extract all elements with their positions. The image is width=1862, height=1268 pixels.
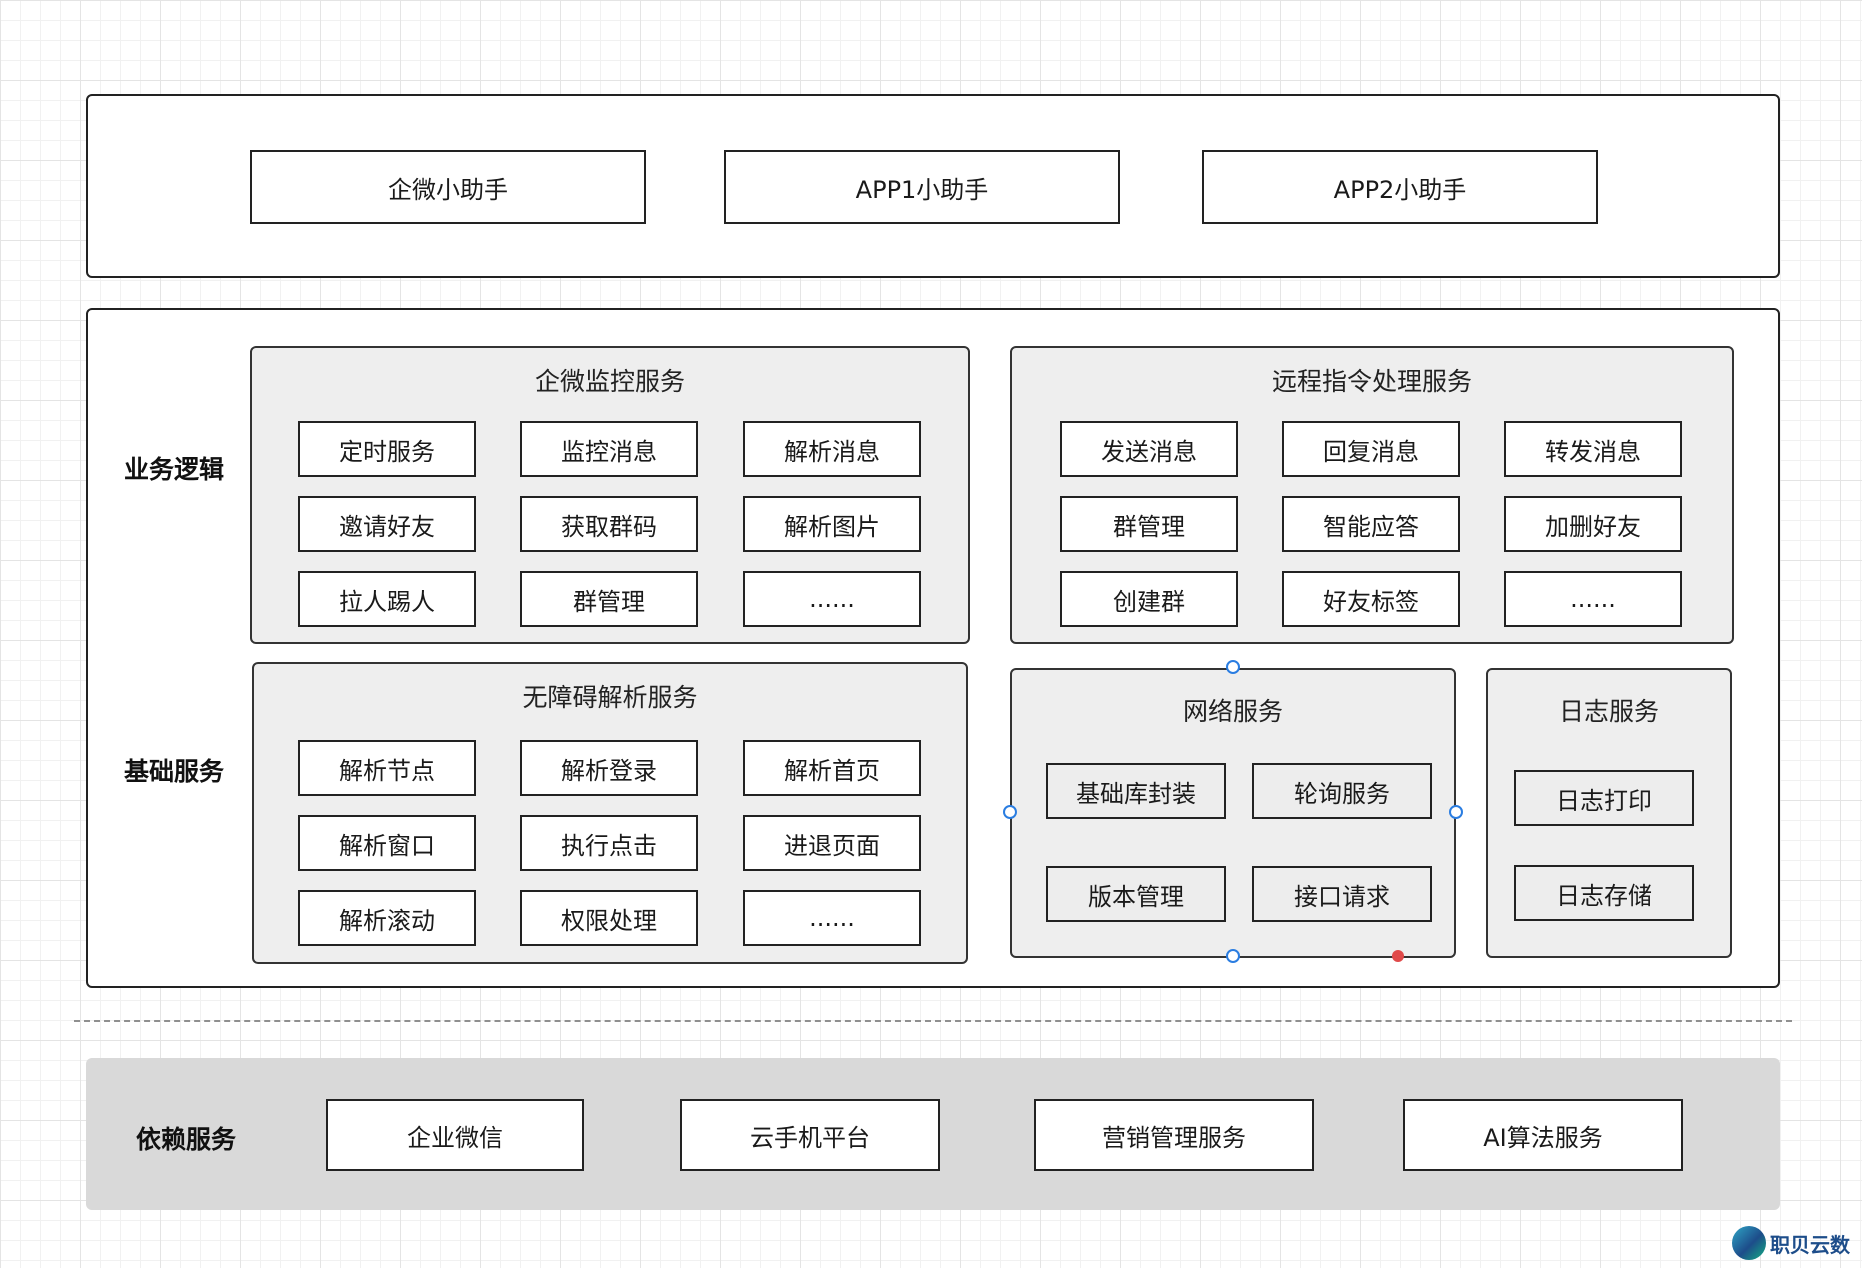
box-label: 解析登录	[561, 756, 657, 785]
connection-handle-left[interactable]	[1003, 805, 1017, 819]
wecom-monitor-item[interactable]: ......	[743, 571, 921, 627]
box-label: 转发消息	[1545, 437, 1641, 466]
box-label: 群管理	[1113, 512, 1185, 541]
connection-handle-bottom[interactable]	[1226, 949, 1240, 963]
accessibility-item[interactable]: 解析首页	[743, 740, 921, 796]
box-label: 日志存储	[1556, 881, 1652, 910]
dependency-item[interactable]: AI算法服务	[1403, 1099, 1683, 1171]
log-item[interactable]: 日志存储	[1514, 865, 1694, 921]
accessibility-item[interactable]: ......	[743, 890, 921, 946]
box-label: 加删好友	[1545, 512, 1641, 541]
box-label: 解析节点	[339, 756, 435, 785]
brand-globe-icon	[1732, 1226, 1766, 1260]
wecom-monitor-item[interactable]: 群管理	[520, 571, 698, 627]
box-label: 智能应答	[1323, 512, 1419, 541]
box-label: 进退页面	[784, 831, 880, 860]
brand-name: 职贝云数	[1770, 1232, 1850, 1257]
box-label: 好友标签	[1323, 587, 1419, 616]
accessibility-item[interactable]: 解析窗口	[298, 815, 476, 871]
accessibility-title: 无障碍解析服务	[522, 683, 698, 712]
remote-command-item[interactable]: 加删好友	[1504, 496, 1682, 552]
network-item[interactable]: 接口请求	[1252, 866, 1432, 922]
box-label: 解析消息	[784, 437, 880, 466]
dependency-item[interactable]: 云手机平台	[680, 1099, 940, 1171]
app2-assistant-box[interactable]: APP2小助手	[1202, 150, 1598, 224]
box-label: 解析窗口	[339, 831, 435, 860]
accessibility-item[interactable]: 权限处理	[520, 890, 698, 946]
dependency-item[interactable]: 营销管理服务	[1034, 1099, 1314, 1171]
app2-assistant-label: APP2小助手	[1333, 175, 1467, 204]
log-item[interactable]: 日志打印	[1514, 770, 1694, 826]
box-label: 接口请求	[1294, 882, 1390, 911]
dependency-item[interactable]: 企业微信	[326, 1099, 584, 1171]
accessibility-item[interactable]: 执行点击	[520, 815, 698, 871]
basic-services-label: 基础服务	[124, 757, 225, 786]
box-label: 企业微信	[407, 1123, 503, 1152]
box-label: 云手机平台	[750, 1123, 870, 1152]
accessibility-item[interactable]: 解析滚动	[298, 890, 476, 946]
box-label: 邀请好友	[339, 512, 435, 541]
box-label: 解析首页	[784, 756, 880, 785]
remote-command-item[interactable]: 创建群	[1060, 571, 1238, 627]
box-label: 版本管理	[1088, 882, 1184, 911]
remote-command-item[interactable]: 发送消息	[1060, 421, 1238, 477]
dependency-services-label: 依赖服务	[136, 1125, 237, 1154]
connection-handle-right[interactable]	[1449, 805, 1463, 819]
remote-command-item[interactable]: 群管理	[1060, 496, 1238, 552]
remote-command-item[interactable]: ......	[1504, 571, 1682, 627]
connection-handle-top[interactable]	[1226, 660, 1240, 674]
box-label: 营销管理服务	[1102, 1123, 1246, 1152]
box-label: 轮询服务	[1294, 779, 1390, 808]
app1-assistant-box[interactable]: APP1小助手	[724, 150, 1120, 224]
wecom-monitor-item[interactable]: 获取群码	[520, 496, 698, 552]
box-label: 解析滚动	[339, 906, 435, 935]
wecom-monitor-item[interactable]: 解析图片	[743, 496, 921, 552]
log-title: 日志服务	[1558, 697, 1659, 726]
box-label: 回复消息	[1323, 437, 1419, 466]
box-label: 发送消息	[1101, 437, 1197, 466]
remote-command-item[interactable]: 智能应答	[1282, 496, 1460, 552]
box-label: 日志打印	[1556, 786, 1652, 815]
network-item[interactable]: 轮询服务	[1252, 763, 1432, 819]
wecom-assistant-label: 企微小助手	[388, 175, 508, 204]
brand-logo: 职贝云数	[1732, 1226, 1850, 1260]
network-title: 网络服务	[1182, 697, 1283, 726]
box-label: ......	[809, 904, 855, 932]
wecom-assistant-box[interactable]: 企微小助手	[250, 150, 646, 224]
resize-handle[interactable]	[1392, 950, 1404, 962]
box-label: ......	[809, 585, 855, 613]
remote-command-item[interactable]: 回复消息	[1282, 421, 1460, 477]
box-label: AI算法服务	[1483, 1123, 1603, 1152]
box-label: 监控消息	[561, 437, 657, 466]
box-label: 群管理	[573, 587, 645, 616]
wecom-monitor-item[interactable]: 定时服务	[298, 421, 476, 477]
business-logic-label: 业务逻辑	[124, 455, 225, 484]
box-label: 拉人踢人	[339, 587, 435, 616]
remote-command-item[interactable]: 好友标签	[1282, 571, 1460, 627]
app1-assistant-label: APP1小助手	[855, 175, 989, 204]
network-item[interactable]: 基础库封装	[1046, 763, 1226, 819]
remote-command-title: 远程指令处理服务	[1271, 367, 1472, 396]
box-label: 基础库封装	[1076, 779, 1196, 808]
accessibility-item[interactable]: 进退页面	[743, 815, 921, 871]
wecom-monitor-title: 企微监控服务	[534, 367, 685, 396]
accessibility-item[interactable]: 解析登录	[520, 740, 698, 796]
network-item[interactable]: 版本管理	[1046, 866, 1226, 922]
wecom-monitor-item[interactable]: 邀请好友	[298, 496, 476, 552]
wecom-monitor-item[interactable]: 解析消息	[743, 421, 921, 477]
remote-command-item[interactable]: 转发消息	[1504, 421, 1682, 477]
box-label: 权限处理	[561, 906, 657, 935]
accessibility-item[interactable]: 解析节点	[298, 740, 476, 796]
layer-separator	[74, 1020, 1792, 1022]
box-label: 创建群	[1113, 587, 1185, 616]
box-label: 定时服务	[339, 437, 435, 466]
box-label: ......	[1570, 585, 1616, 613]
wecom-monitor-item[interactable]: 拉人踢人	[298, 571, 476, 627]
box-label: 执行点击	[561, 831, 657, 860]
wecom-monitor-item[interactable]: 监控消息	[520, 421, 698, 477]
box-label: 获取群码	[561, 512, 657, 541]
box-label: 解析图片	[784, 512, 880, 541]
